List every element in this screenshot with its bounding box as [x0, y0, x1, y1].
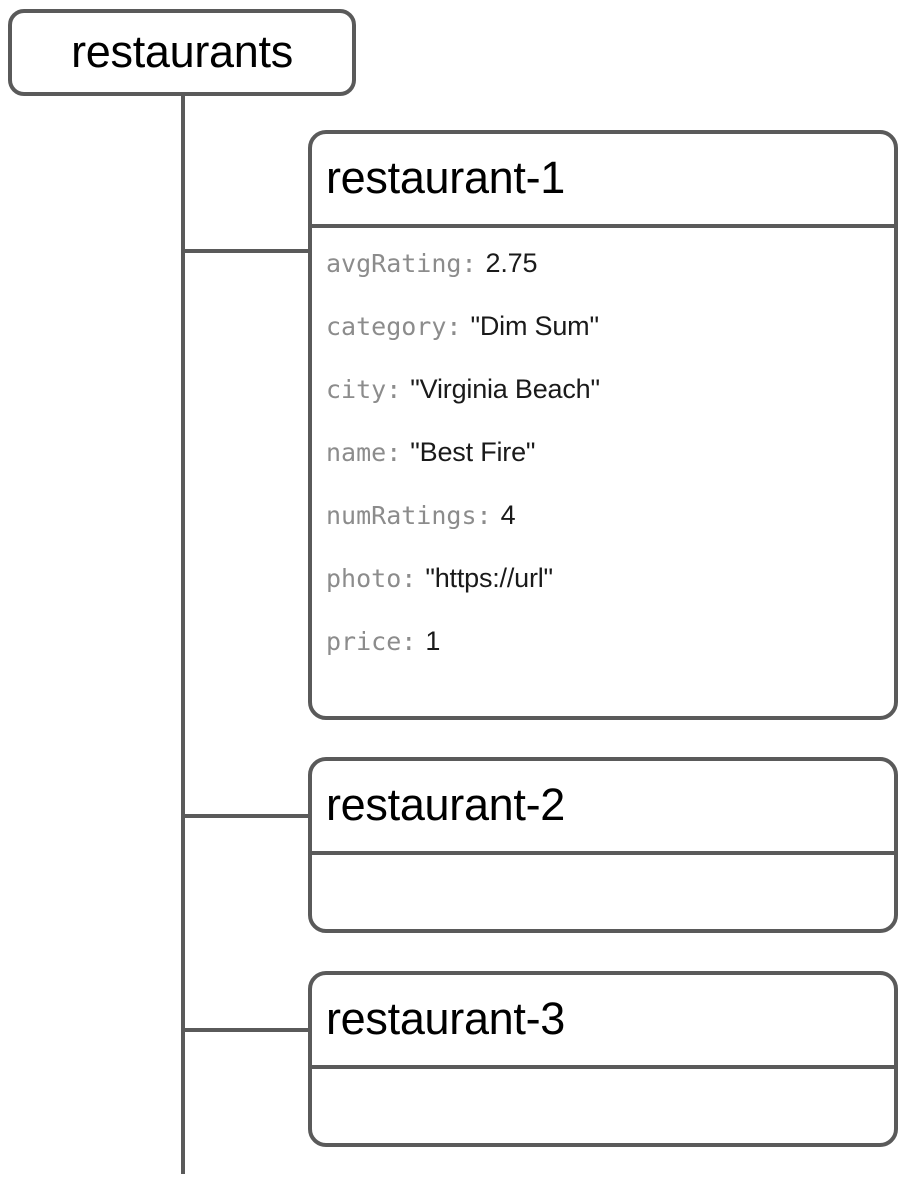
field-colon: :: [401, 627, 417, 656]
field-key: city: [326, 375, 387, 404]
document-id-label: restaurant-2: [326, 778, 566, 830]
field-colon: :: [461, 249, 477, 278]
field-value: "Virginia Beach": [410, 374, 600, 404]
collection-node-restaurants[interactable]: restaurants: [8, 9, 356, 96]
field-row: city : "Virginia Beach": [326, 374, 880, 437]
field-key: name: [326, 438, 387, 467]
field-key: price: [326, 627, 402, 656]
document-field-list: avgRating : 2.75 category : "Dim Sum" ci…: [312, 228, 894, 703]
document-card-header: restaurant-2: [312, 761, 894, 855]
field-key: numRatings: [326, 501, 477, 530]
collection-node-label: restaurants: [71, 25, 293, 77]
ellipsis-placeholder: ...: [326, 904, 364, 933]
field-row: avgRating : 2.75: [326, 248, 880, 311]
document-card-header: restaurant-3: [312, 975, 894, 1069]
field-value: 1: [425, 626, 441, 656]
field-value: "Best Fire": [410, 437, 536, 467]
field-row: price : 1: [326, 626, 880, 689]
field-value: 2.75: [485, 248, 538, 278]
document-card-restaurant-3[interactable]: restaurant-3 ...: [308, 971, 898, 1147]
field-row: category : "Dim Sum": [326, 311, 880, 374]
field-row: name : "Best Fire": [326, 437, 880, 500]
ellipsis-placeholder: ...: [326, 1118, 364, 1147]
document-card-restaurant-2[interactable]: restaurant-2 ...: [308, 757, 898, 933]
document-card-restaurant-1[interactable]: restaurant-1 avgRating : 2.75 category :…: [308, 130, 898, 720]
field-colon: :: [401, 564, 417, 593]
field-colon: :: [386, 438, 402, 467]
field-key: category: [326, 312, 447, 341]
field-value: "https://url": [425, 563, 553, 593]
document-id-label: restaurant-3: [326, 992, 566, 1044]
field-row: numRatings : 4: [326, 500, 880, 563]
document-field-list-collapsed: ...: [312, 1069, 894, 1147]
field-row: photo : "https://url": [326, 563, 880, 626]
field-colon: :: [386, 375, 402, 404]
field-key: photo: [326, 564, 402, 593]
document-field-list-collapsed: ...: [312, 855, 894, 933]
document-id-label: restaurant-1: [326, 151, 566, 203]
field-key: avgRating: [326, 249, 462, 278]
field-colon: :: [446, 312, 462, 341]
field-colon: :: [476, 501, 492, 530]
document-card-header: restaurant-1: [312, 134, 894, 228]
field-value: "Dim Sum": [470, 311, 599, 341]
field-value: 4: [500, 500, 516, 530]
